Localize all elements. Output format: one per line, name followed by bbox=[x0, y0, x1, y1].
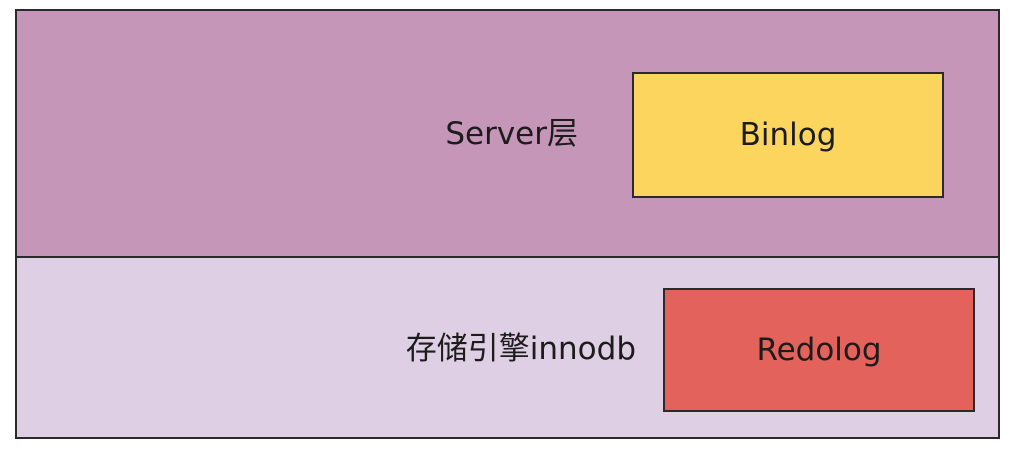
redolog-box: Redolog bbox=[663, 288, 975, 412]
architecture-diagram: Server层 Binlog 存储引擎innodb Redolog bbox=[15, 9, 1000, 439]
storage-engine-label: 存储引擎innodb bbox=[405, 331, 636, 367]
server-layer: Server层 Binlog bbox=[17, 11, 998, 258]
server-layer-label: Server层 bbox=[445, 116, 578, 152]
redolog-label: Redolog bbox=[756, 332, 882, 368]
binlog-label: Binlog bbox=[739, 117, 837, 153]
storage-engine-layer: 存储引擎innodb Redolog bbox=[17, 258, 998, 437]
binlog-box: Binlog bbox=[632, 72, 944, 198]
